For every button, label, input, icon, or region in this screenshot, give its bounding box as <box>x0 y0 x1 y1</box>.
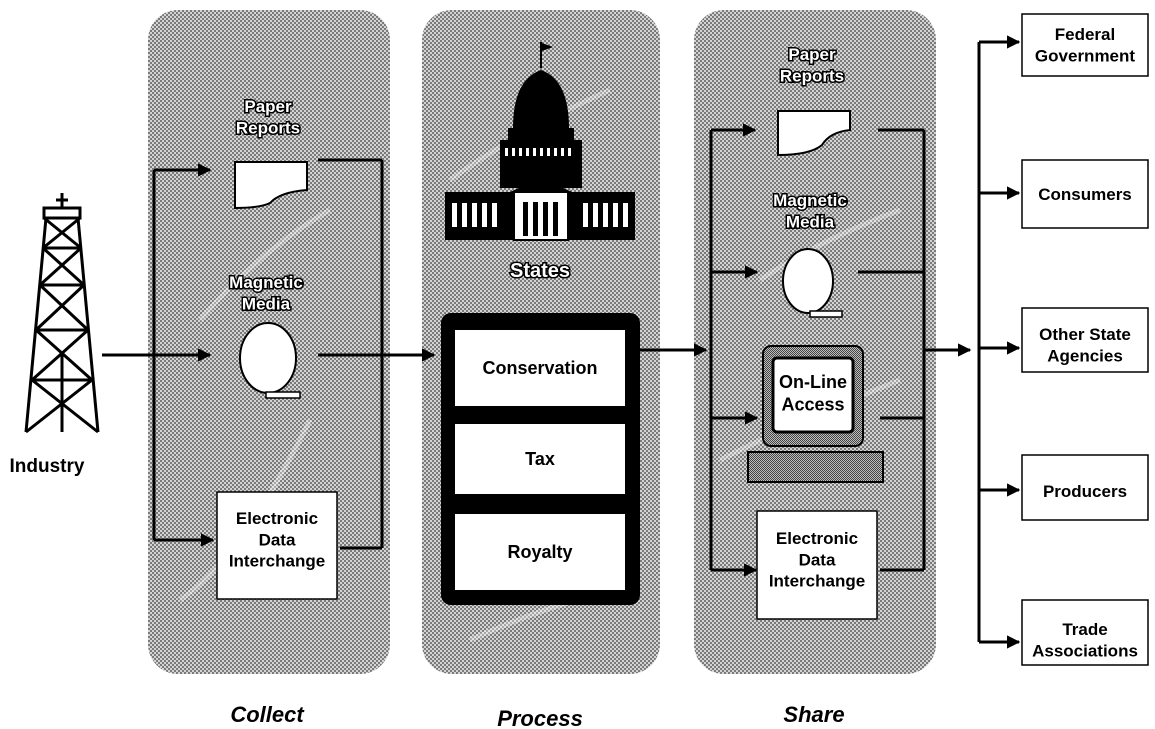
output-box-other-state-agencies <box>1021 307 1149 373</box>
magnetic-tape-icon <box>782 248 843 318</box>
collect-title: Collect <box>230 702 305 727</box>
paper-document-icon <box>234 161 308 210</box>
process-item-conservation: Conservation <box>455 330 625 406</box>
process-item-tax: Tax <box>455 424 625 494</box>
distribution-lines <box>977 35 1021 649</box>
process-title: Process <box>497 706 583 729</box>
share-panel <box>694 10 936 674</box>
output-box-producers <box>1021 454 1149 521</box>
output-box-trade-associations <box>1021 599 1149 666</box>
process-item-label: Tax <box>525 449 555 469</box>
paper-document-icon <box>777 110 851 157</box>
oil-derrick-icon <box>24 193 100 434</box>
process-item-royalty: Royalty <box>455 514 625 590</box>
output-box-federal-government <box>1021 13 1149 77</box>
share-title: Share <box>783 702 844 727</box>
industry-label: Industry <box>10 456 85 477</box>
process-item-label: Conservation <box>482 358 597 378</box>
collect-edi-box <box>216 491 338 600</box>
collect-flow-lines <box>102 158 436 550</box>
share-flow-lines <box>640 123 972 577</box>
output-box-consumers <box>1021 159 1149 229</box>
output-label: Producers <box>1043 482 1127 501</box>
computer-terminal-icon <box>747 345 884 483</box>
share-edi-box <box>756 510 878 620</box>
capitol-building-icon <box>445 42 635 241</box>
process-item-label: Royalty <box>507 542 572 562</box>
output-label: Consumers <box>1038 185 1132 204</box>
states-label: States <box>510 260 570 282</box>
magnetic-tape-icon <box>239 322 301 399</box>
